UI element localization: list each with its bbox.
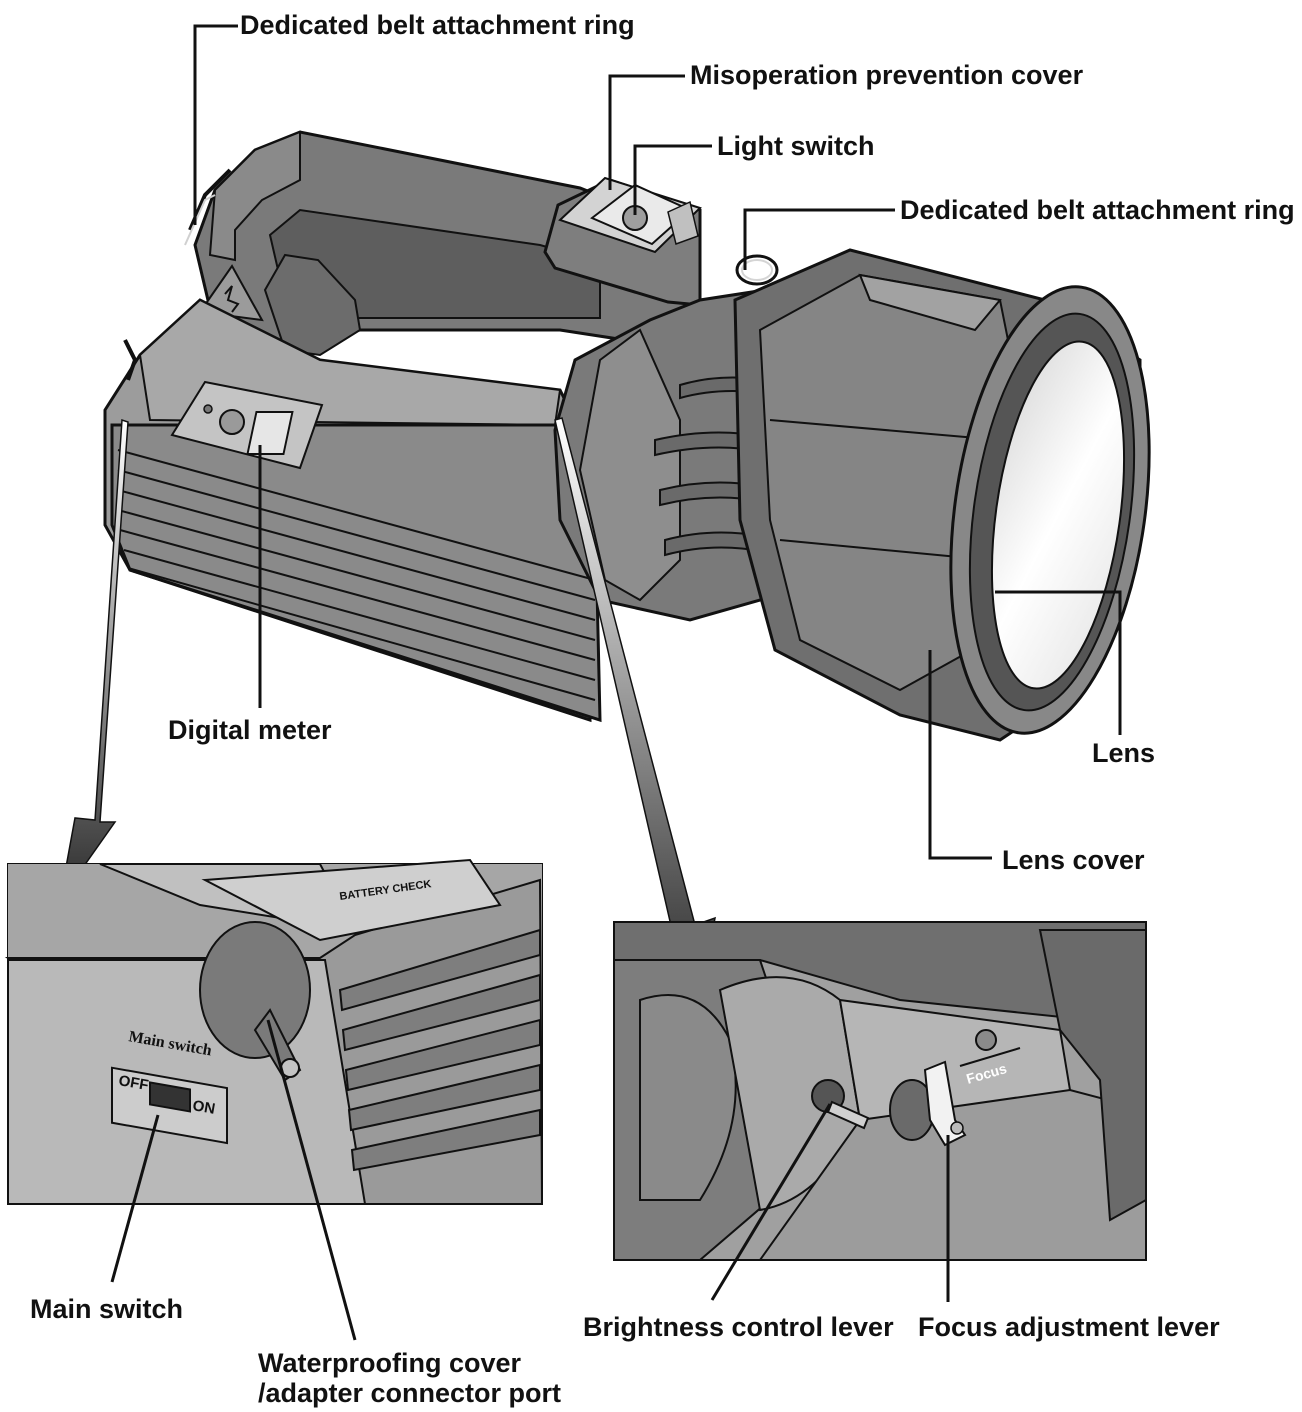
label-focus-lever: Focus adjustment lever <box>918 1312 1220 1342</box>
off-label: OFF <box>117 1072 149 1094</box>
label-waterproofing-line1: Waterproofing cover <box>258 1348 522 1378</box>
label-digital-meter: Digital meter <box>168 715 332 745</box>
label-lens: Lens <box>1092 738 1156 768</box>
label-lens-cover: Lens cover <box>1002 845 1145 875</box>
label-main-switch: Main switch <box>30 1294 184 1324</box>
label-misoperation-cover: Misoperation prevention cover <box>690 60 1084 90</box>
on-label: ON <box>191 1097 216 1118</box>
inset-main-switch <box>4 858 544 1205</box>
label-belt-ring-top: Dedicated belt attachment ring <box>240 10 635 40</box>
arrow-to-left-inset <box>59 418 129 901</box>
main-switch-toggle <box>149 1081 191 1113</box>
belt-ring-right <box>735 254 779 286</box>
waterproofing-cover <box>199 921 311 1059</box>
searchlight-body <box>103 130 1151 742</box>
label-brightness-lever: Brightness control lever <box>583 1312 894 1342</box>
lens <box>990 340 1126 690</box>
brightness-lever <box>826 1100 870 1130</box>
label-waterproofing-cover: Waterproofing cover /adapter connector p… <box>258 1348 561 1408</box>
label-waterproofing-line2: /adapter connector port <box>258 1378 562 1408</box>
inset-levers <box>613 921 1147 1261</box>
label-light-switch: Light switch <box>717 131 875 161</box>
leader-lines <box>110 24 1122 1341</box>
label-belt-ring-right: Dedicated belt attachment ring <box>900 195 1295 225</box>
